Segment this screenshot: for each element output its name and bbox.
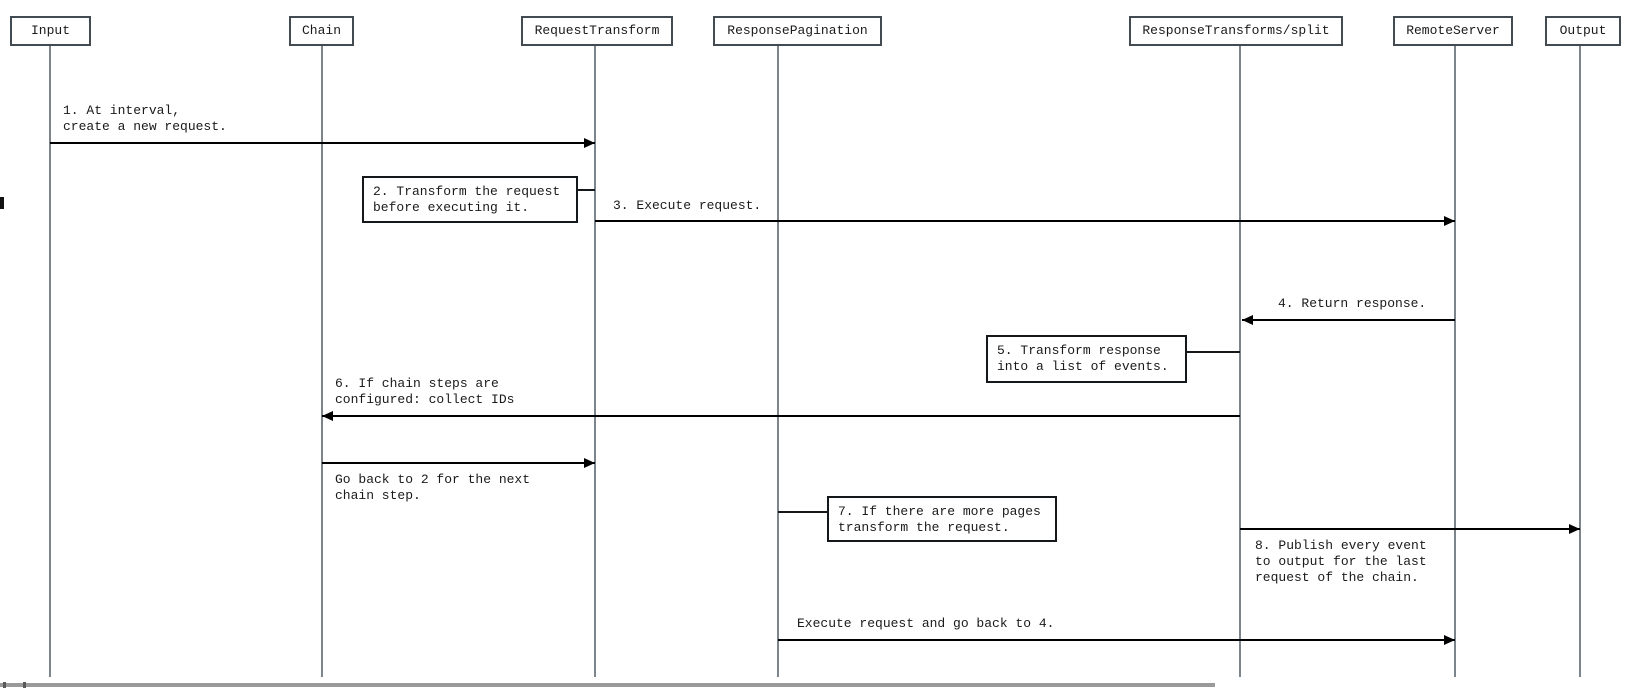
- message-label-go-back-to-2: Go back to 2 for the next chain step.: [335, 472, 531, 503]
- message-line-step-4: [1242, 319, 1455, 321]
- arrowhead-step-6: [322, 411, 333, 421]
- screen-artifact-bottom-tick: [3, 682, 6, 688]
- arrowhead-execute-and-go-back-to-4: [1444, 635, 1455, 645]
- screen-artifact-left-edge-tick: [0, 197, 4, 209]
- lifeline-input: [49, 46, 51, 677]
- actor-box-output: Output: [1545, 16, 1621, 46]
- message-line-step-1: [50, 142, 595, 144]
- arrowhead-step-4: [1242, 315, 1253, 325]
- actor-box-response-transforms-split: ResponseTransforms/split: [1129, 16, 1343, 46]
- message-line-execute-and-go-back-to-4: [778, 639, 1455, 641]
- message-label-step-3: 3. Execute request.: [613, 198, 762, 213]
- message-line-step-6: [322, 415, 1240, 417]
- screen-artifact-bottom-tick: [23, 682, 26, 688]
- lifeline-remote-server: [1454, 46, 1456, 677]
- arrowhead-go-back-to-2: [584, 458, 595, 468]
- message-line-step-8: [1240, 528, 1580, 530]
- screen-artifact-bottom-border: [0, 683, 1215, 687]
- actor-box-request-transform: RequestTransform: [521, 16, 673, 46]
- actor-box-remote-server: RemoteServer: [1393, 16, 1513, 46]
- note-connector-step-5: [1185, 351, 1240, 353]
- arrowhead-step-3: [1444, 216, 1455, 226]
- lifeline-response-pagination: [777, 46, 779, 677]
- arrowhead-step-8: [1569, 524, 1580, 534]
- message-line-go-back-to-2: [322, 462, 595, 464]
- lifeline-request-transform: [594, 46, 596, 677]
- message-line-step-3: [595, 220, 1455, 222]
- arrowhead-step-1: [584, 138, 595, 148]
- lifeline-chain: [321, 46, 323, 677]
- note-connector-step-2: [576, 189, 595, 191]
- actor-box-input: Input: [10, 16, 91, 46]
- message-label-step-4: 4. Return response.: [1278, 296, 1427, 311]
- message-label-step-6: 6. If chain steps are configured: collec…: [335, 376, 515, 407]
- note-box-step-5: 5. Transform response into a list of eve…: [986, 335, 1187, 383]
- note-box-step-2: 2. Transform the request before executin…: [362, 176, 578, 223]
- note-connector-step-7: [778, 511, 829, 513]
- note-box-step-7: 7. If there are more pages transform the…: [827, 496, 1057, 542]
- message-label-step-1: 1. At interval, create a new request.: [63, 103, 227, 134]
- message-label-step-8: 8. Publish every event to output for the…: [1255, 538, 1427, 585]
- actor-box-chain: Chain: [289, 16, 354, 46]
- message-label-execute-and-go-back-to-4: Execute request and go back to 4.: [797, 616, 1055, 631]
- lifeline-output: [1579, 46, 1581, 677]
- actor-box-response-pagination: ResponsePagination: [713, 16, 882, 46]
- lifeline-response-transforms-split: [1239, 46, 1241, 677]
